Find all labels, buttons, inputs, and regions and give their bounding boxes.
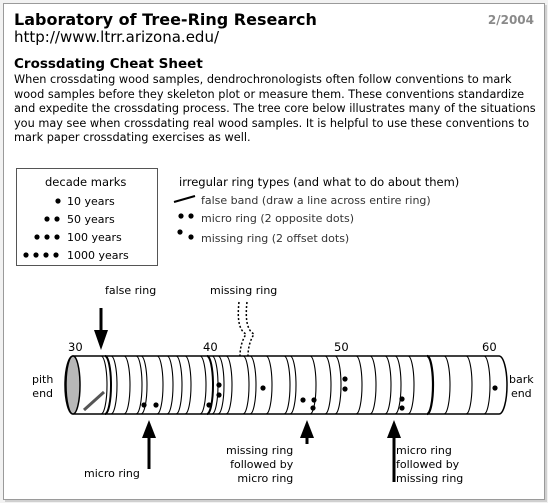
date-label: 2/2004 — [487, 13, 534, 27]
year-label-60: 60 — [482, 340, 497, 354]
irregular-item-micro-ring: micro ring (2 opposite dots) — [201, 212, 354, 225]
lab-url[interactable]: http://www.ltrr.arizona.edu/ — [14, 28, 220, 46]
year-label-50: 50 — [334, 340, 349, 354]
pith-end-face — [65, 355, 81, 415]
missing-micro-arrow — [300, 420, 314, 438]
tree-core-diagram — [64, 301, 508, 482]
decade-item-10: 10 years — [67, 195, 115, 208]
false-band-mark — [82, 390, 106, 412]
decade-item-1000: 1000 years — [67, 249, 129, 262]
missing-micro-label: missing ring followed by micro ring — [226, 444, 294, 485]
pith-end-label: pith end — [32, 373, 54, 400]
decade-marks-legend: decade marks 10 years 50 years 100 years… — [16, 168, 158, 266]
decade-item-50: 50 years — [67, 213, 115, 226]
decade-dots-icon — [23, 198, 61, 258]
year-label-30: 30 — [68, 340, 83, 354]
decade-marks-title: decade marks — [45, 175, 127, 189]
year-label-40: 40 — [203, 340, 218, 354]
micro-ring-label: micro ring — [84, 467, 140, 480]
irregular-title: irregular ring types (and what to do abo… — [179, 175, 460, 189]
irregular-item-false-band: false band (draw a line across entire ri… — [201, 194, 431, 207]
micro-missing-label: micro ring followed by missing ring — [396, 444, 464, 485]
micro-missing-arrow — [387, 420, 401, 438]
ring-lines — [100, 354, 491, 416]
micro-ring-arrow — [142, 420, 156, 438]
lab-title: Laboratory of Tree-Ring Research — [14, 10, 317, 29]
core-cylinder — [64, 355, 508, 415]
decade-item-100: 100 years — [67, 231, 122, 244]
missing-ring-dotted-line — [245, 301, 256, 357]
false-ring-label: false ring — [105, 284, 157, 297]
intro-paragraph: When crossdating wood samples, dendrochr… — [14, 73, 536, 145]
sheet-title: Crossdating Cheat Sheet — [14, 56, 203, 72]
missing-ring-label: missing ring — [210, 284, 278, 297]
cheat-sheet-card: Laboratory of Tree-Ring Research 2/2004 … — [3, 3, 545, 500]
ring-dots — [141, 376, 498, 411]
bark-end-label: bark end — [509, 373, 534, 400]
irregular-item-missing-ring: missing ring (2 offset dots) — [201, 232, 350, 245]
